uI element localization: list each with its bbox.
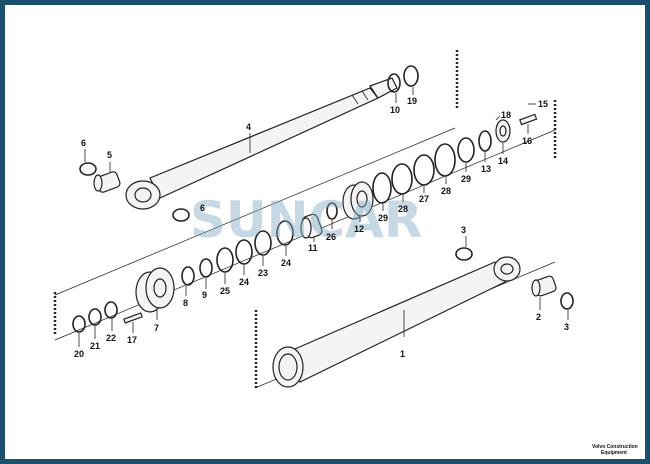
tube-seal-ring-top	[455, 247, 473, 261]
label-4: 4	[246, 122, 251, 132]
ring-9	[199, 258, 213, 278]
exploded-parts-diagram: SUNCAR 1 2 3 3 4 5 6 6 7 8 9 10 11 12 13…	[53, 50, 638, 456]
label-22: 22	[106, 333, 116, 343]
ring-22	[104, 301, 118, 319]
label-12: 12	[354, 224, 364, 234]
label-6-right: 6	[200, 203, 205, 213]
cylinder-tube	[272, 256, 521, 388]
label-8: 8	[183, 298, 188, 308]
ring-20	[72, 315, 86, 333]
tube-bushing	[531, 275, 557, 297]
ring-28-left	[391, 163, 413, 195]
label-24-right: 24	[281, 258, 291, 268]
rod-seal-ring-left	[79, 162, 97, 176]
label-10: 10	[390, 105, 400, 115]
ring-10	[387, 73, 401, 93]
part-labels: 1 2 3 3 4 5 6 6 7 8 9 10 11 12 13 14 15 …	[74, 87, 569, 359]
piston-12	[342, 181, 374, 220]
label-17: 17	[127, 335, 137, 345]
label-7: 7	[154, 323, 159, 333]
bolt-17	[123, 312, 143, 324]
ring-29-right	[457, 137, 475, 163]
rod-seal-ring-right	[172, 208, 190, 222]
label-14: 14	[498, 156, 508, 166]
watermark: SUNCAR	[190, 191, 422, 249]
ring-23	[254, 230, 272, 256]
label-29-right: 29	[461, 174, 471, 184]
ring-8	[181, 266, 195, 286]
ring-29-left	[372, 172, 392, 204]
label-20: 20	[74, 349, 84, 359]
label-28-left: 28	[398, 204, 408, 214]
label-13: 13	[481, 164, 491, 174]
label-21: 21	[90, 341, 100, 351]
label-27: 27	[419, 194, 429, 204]
tube-seal-ring-bottom	[560, 292, 574, 310]
label-23: 23	[258, 268, 268, 278]
label-3-bottom: 3	[564, 322, 569, 332]
label-19: 19	[407, 96, 417, 106]
nut-14	[495, 119, 511, 143]
piston-rod	[125, 77, 398, 210]
label-28-right: 28	[441, 186, 451, 196]
label-15: 15	[538, 99, 548, 109]
label-3-top: 3	[461, 225, 466, 235]
ring-25	[216, 247, 234, 273]
guide-line-upper	[54, 127, 456, 296]
label-5: 5	[107, 150, 112, 160]
wear-ring-11	[300, 213, 323, 239]
ring-13	[478, 130, 492, 152]
label-24-left: 24	[239, 277, 249, 287]
ring-19	[403, 65, 419, 87]
label-26: 26	[326, 232, 336, 242]
ring-28-right	[434, 143, 456, 177]
rod-bushing	[93, 171, 121, 193]
ring-26	[326, 202, 338, 220]
ring-27	[413, 154, 435, 186]
label-9: 9	[202, 290, 207, 300]
label-6-left: 6	[81, 138, 86, 148]
label-11: 11	[308, 243, 318, 253]
label-29-left: 29	[378, 213, 388, 223]
ring-24-left	[235, 239, 253, 265]
ring-21	[88, 308, 102, 326]
label-1: 1	[400, 349, 405, 359]
set-screw-16	[519, 113, 538, 126]
ring-24-right	[276, 220, 294, 246]
label-18: 18	[501, 110, 511, 120]
caption-line-1: Volvo Construction	[592, 444, 638, 450]
caption-line-2: Equipment	[601, 450, 627, 456]
cylinder-head	[135, 267, 175, 313]
label-2: 2	[536, 312, 541, 322]
label-16: 16	[522, 136, 532, 146]
label-25: 25	[220, 286, 230, 296]
